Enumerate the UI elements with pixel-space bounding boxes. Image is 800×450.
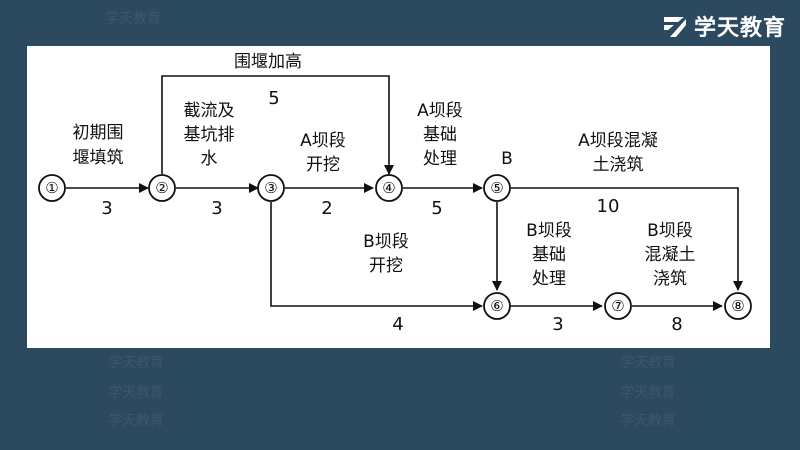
activity-5-8-name-line2: 土浇筑: [593, 155, 644, 175]
node-3: ③: [257, 174, 285, 202]
activity-5-6-name-line1: B坝段: [526, 221, 572, 241]
activity-3-6-duration: 4: [392, 314, 403, 335]
watermark-text: 学天教育: [108, 385, 164, 401]
arrow-2-4: [161, 75, 394, 175]
activity-4-5-name-line3: 处理: [423, 149, 457, 169]
activity-2-3-duration: 3: [211, 198, 222, 219]
activity-5-6-duration: 3: [552, 314, 563, 335]
watermark-text: 学天教育: [620, 385, 676, 401]
activity-7-8-duration: 8: [671, 314, 682, 335]
watermark-text: 学天教育: [108, 413, 164, 429]
svg-text:⑧: ⑧: [731, 297, 744, 315]
activity-5-8-duration: 10: [597, 196, 620, 217]
watermark-text: 学天教育: [620, 413, 676, 429]
svg-text:⑥: ⑥: [490, 297, 503, 315]
activity-4-5-name-line2: 基础: [423, 125, 457, 145]
node-4: ④: [375, 174, 403, 202]
node-6: ⑥: [483, 292, 511, 320]
activity-4-5-name-line1: A坝段: [417, 101, 463, 121]
activity-7-8-name-line2: 混凝土: [645, 245, 696, 265]
svg-text:②: ②: [155, 179, 168, 197]
svg-text:⑤: ⑤: [490, 179, 503, 197]
node-8: ⑧: [724, 292, 752, 320]
watermark-text: 学天教育: [105, 11, 161, 27]
activity-2-4-name: 围堰加高: [234, 52, 302, 72]
node-2: ②: [148, 174, 176, 202]
activity-1-2-duration: 3: [101, 198, 112, 219]
activity-3-6-name-line1: B坝段: [363, 232, 409, 252]
arrow-5-8: [511, 187, 743, 291]
brand-name: 学天教育: [693, 16, 786, 41]
activity-3-6-name-line2: 开挖: [369, 256, 403, 276]
activity-5-6-name-line2: 基础: [532, 245, 566, 265]
brand-logo: 学天教育: [662, 10, 786, 42]
activity-5-8-name-line1: A坝段混凝: [578, 131, 658, 151]
network-diagram-panel: ① ② ③ ④ ⑤ ⑥ ⑦ ⑧ 初期围: [27, 46, 770, 348]
watermark-text: 学天教育: [108, 355, 164, 371]
activity-5-6-name-line3: 处理: [532, 269, 566, 289]
activity-2-3-name-line2: 基坑排: [184, 125, 235, 145]
svg-text:⑦: ⑦: [611, 297, 624, 315]
brand-logo-icon: [663, 17, 686, 37]
watermark-text: 学天教育: [620, 355, 676, 371]
activity-1-2-name-line2: 堰填筑: [73, 148, 124, 168]
svg-text:①: ①: [45, 179, 58, 197]
activity-3-4-name-line2: 开挖: [306, 155, 340, 175]
activity-4-5-duration: 5: [431, 198, 442, 219]
node-1: ①: [38, 174, 66, 202]
activity-2-3-name-line1: 截流及: [184, 101, 235, 121]
activity-2-3-name-line3: 水: [201, 149, 218, 169]
node-7: ⑦: [604, 292, 632, 320]
activity-3-4-name-line1: A坝段: [300, 131, 346, 151]
arrow-3-6: [270, 202, 483, 311]
svg-text:③: ③: [264, 179, 277, 197]
activity-7-8-name-line3: 浇筑: [653, 269, 687, 289]
activity-1-2-name-line1: 初期围: [73, 123, 124, 143]
node-5-label: B: [501, 149, 513, 169]
activity-7-8-name-line1: B坝段: [647, 221, 693, 241]
svg-text:④: ④: [382, 179, 395, 197]
activity-3-4-duration: 2: [321, 198, 332, 219]
node-5: ⑤: [483, 174, 511, 202]
activity-2-4-duration: 5: [268, 88, 279, 109]
network-diagram: ① ② ③ ④ ⑤ ⑥ ⑦ ⑧ 初期围: [38, 52, 752, 335]
